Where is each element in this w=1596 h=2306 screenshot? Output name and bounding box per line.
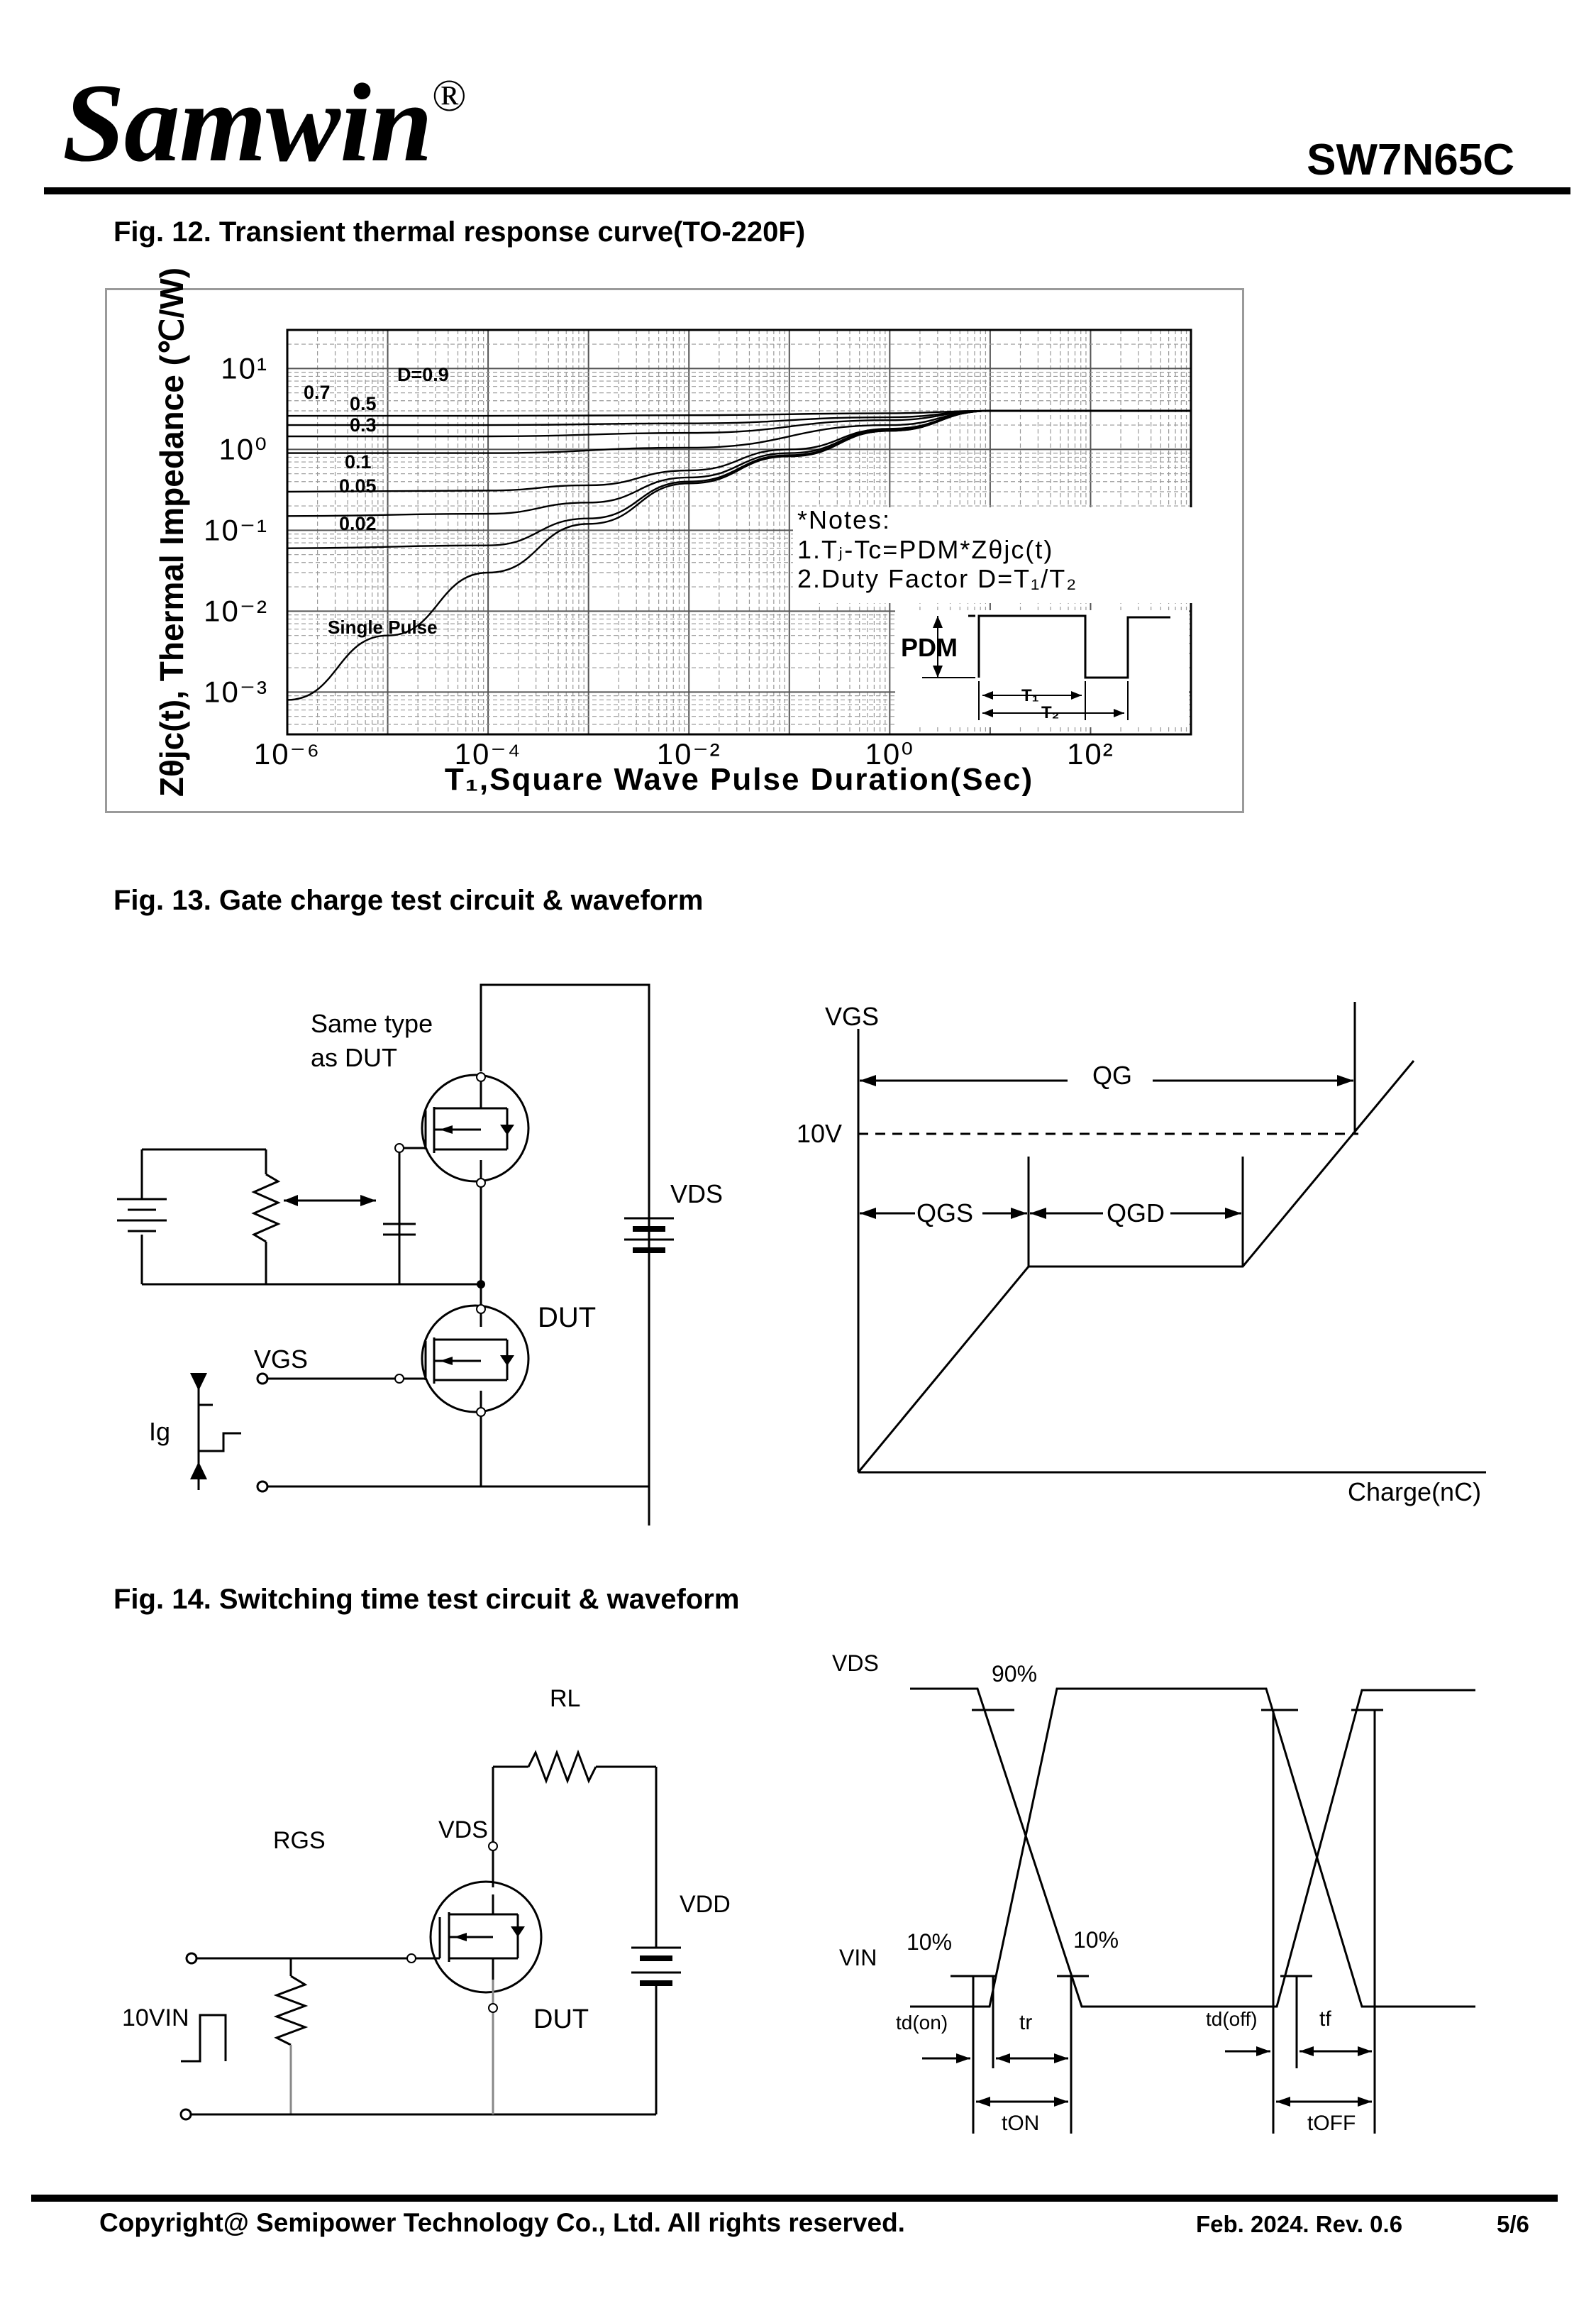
fig12-caption: Fig. 12. Transient thermal response curv… (113, 216, 806, 248)
qgs-label: QGS (916, 1198, 973, 1228)
tdoff-label: td(off) (1206, 2008, 1258, 2030)
fig12-y-axis-label: Zθjc(t), Thermal Impedance (℃/W) (153, 267, 190, 797)
part-number: SW7N65C (1307, 136, 1514, 184)
registered-mark: ® (431, 70, 467, 121)
notes-bg (793, 507, 1204, 603)
vin-label: 10VIN (122, 2004, 189, 2031)
x-tick-label: 10⁰ (865, 737, 915, 771)
switching-waveform (910, 1687, 1475, 2134)
company-logo: Samwin® (62, 67, 467, 180)
duty-label-0.02: 0.02 (339, 513, 377, 534)
charge-axis-label: Charge(nC) (1348, 1477, 1481, 1506)
t1-label: T₁ (1021, 686, 1039, 705)
duty-label-0.5: 0.5 (350, 393, 377, 414)
curve-single-pulse (287, 409, 1191, 701)
tf-label: tf (1319, 2007, 1331, 2031)
switching-waveform-labels: VDS VIN 90% 10% 10% td(on) tr tON td(off… (832, 1650, 1356, 2135)
pdm-arrows (933, 616, 1124, 717)
gate-charge-waveform-labels: VGS QG 10V QGS QGD Charge(nC) (797, 1002, 1481, 1506)
fig12-duty-labels: D=0.9 0.7 0.5 0.3 0.1 0.05 0.02 Single P… (304, 364, 449, 638)
gate-charge-waveform (857, 1002, 1486, 1474)
x-tick-label: 10⁻⁴ (455, 737, 522, 771)
footer-rule (31, 2195, 1558, 2202)
vgs-label: VGS (254, 1345, 308, 1374)
x-tick-label: 10⁻² (657, 737, 721, 771)
duty-label-0.9: D=0.9 (397, 364, 449, 385)
tr-label: tr (1019, 2011, 1032, 2034)
gate-charge-circuit-labels: Same type as DUT VDS VGS DUT Ig (149, 1009, 723, 1446)
switching-circuit (181, 1749, 681, 2116)
logo-text: Samwin (62, 61, 433, 185)
label-10pct-b: 10% (1073, 1927, 1119, 1953)
wave-vgs-label: VGS (825, 1002, 879, 1031)
y-tick-label: 10⁰ (218, 432, 268, 465)
wave-vin-label: VIN (839, 1945, 877, 1970)
copyright-text: Copyright@ Semipower Technology Co., Ltd… (99, 2208, 905, 2237)
duty-label-0.05: 0.05 (339, 475, 377, 497)
curve-0.7 (287, 409, 1191, 426)
qg-label: QG (1092, 1061, 1132, 1090)
x-tick-label: 10⁻⁶ (254, 737, 321, 771)
upper-mosfet-body (421, 1074, 530, 1183)
notes-title: *Notes: (797, 505, 891, 534)
10v-label: 10V (797, 1119, 842, 1148)
fig13-caption: Fig. 13. Gate charge test circuit & wave… (113, 885, 704, 916)
fig12-x-ticks: 10⁻⁶ 10⁻⁴ 10⁻² 10⁰ 10² (254, 737, 1114, 771)
notes-line-1: 1.Tⱼ-Tc=PDM*Zθjc(t) (797, 535, 1053, 564)
label-10pct-a: 10% (907, 1929, 952, 1955)
qgd-label: QGD (1107, 1198, 1165, 1228)
curve-0.05 (287, 409, 1191, 517)
fig12-y-ticks: 10¹ 10⁰ 10⁻¹ 10⁻² 10⁻³ (204, 351, 268, 708)
notes-line-2: 2.Duty Factor D=T₁/T₂ (797, 564, 1077, 593)
ig-label: Ig (149, 1417, 170, 1446)
vdd-label: VDD (680, 1891, 731, 1918)
switch-dut-label: DUT (533, 2004, 589, 2034)
fig12-notes: *Notes: 1.Tⱼ-Tc=PDM*Zθjc(t) 2.Duty Facto… (797, 505, 1077, 593)
wave-vds-label: VDS (832, 1650, 879, 1676)
vds-label: VDS (670, 1179, 723, 1208)
dut-mosfet-body (421, 1304, 530, 1413)
switch-vds-label: VDS (438, 1816, 488, 1843)
header-rule (44, 187, 1570, 194)
duty-label-0.3: 0.3 (350, 414, 377, 436)
tdon-label: td(on) (896, 2012, 948, 2034)
fig14-figure: RL RGS VDS VDD 10VIN DUT (122, 1650, 1475, 2135)
switching-circuit-marks (179, 1841, 525, 2121)
pdm-label: PDM (901, 633, 958, 662)
fig14-caption: Fig. 14. Switching time test circuit & w… (113, 1584, 740, 1615)
switching-circuit-labels: RL RGS VDS VDD 10VIN DUT (122, 1685, 731, 2034)
t2-label: T₂ (1041, 703, 1059, 722)
date-revision: Feb. 2024. Rev. 0.6 (1196, 2211, 1403, 2237)
label-90pct: 90% (992, 1661, 1037, 1687)
inset-bg (895, 610, 1189, 727)
toff-label: tOFF (1307, 2112, 1356, 2135)
fig12-chart: 10⁻⁶ 10⁻⁴ 10⁻² 10⁰ 10² 10¹ 10⁰ 10⁻¹ 10⁻² 10⁻³ Zθ… (153, 267, 1204, 797)
fig12-curves (287, 409, 1191, 701)
fig12-x-axis-label: T₁,Square Wave Pulse Duration(Sec) (445, 762, 1033, 797)
fig13-figure: Same type as DUT VDS VGS DUT Ig VGS QG 1… (117, 983, 1486, 1526)
same-type-label: Same type (311, 1009, 433, 1038)
gate-charge-waveform-arrows (860, 1075, 1353, 1219)
rgs-label: RGS (273, 1827, 326, 1854)
page-number: 5/6 (1497, 2211, 1529, 2237)
switching-waveform-arrows (956, 2046, 1372, 2107)
x-tick-label: 10² (1067, 737, 1114, 771)
y-tick-label: 10⁻² (204, 594, 268, 627)
fig12-frame (105, 288, 1244, 813)
y-tick-label: 10⁻³ (204, 675, 268, 708)
as-dut-label: as DUT (311, 1043, 397, 1072)
duty-label-0.7: 0.7 (304, 382, 331, 403)
rl-label: RL (550, 1685, 580, 1712)
y-tick-label: 10⁻¹ (204, 513, 268, 546)
single-pulse-label: Single Pulse (328, 617, 438, 638)
dut-label: DUT (538, 1302, 596, 1333)
y-tick-label: 10¹ (221, 351, 268, 385)
ton-label: tON (1002, 2112, 1039, 2135)
duty-label-0.1: 0.1 (345, 451, 372, 473)
gate-charge-circuit-marks (190, 1072, 514, 1493)
